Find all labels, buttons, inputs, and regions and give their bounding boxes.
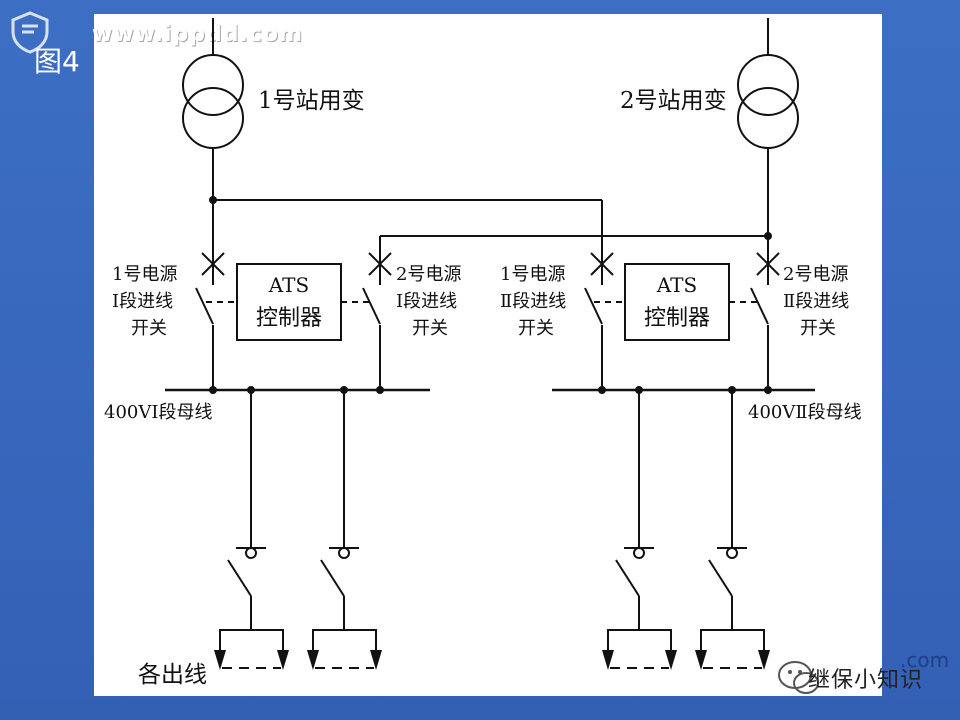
feeder-3-blade bbox=[615, 559, 640, 597]
feeder-1-outlet bbox=[219, 629, 284, 652]
site-url: www.ippdd.com bbox=[92, 22, 303, 47]
switch-1-blade bbox=[195, 287, 214, 325]
arrow-down-icon bbox=[277, 650, 289, 670]
t1-primary-winding bbox=[182, 54, 244, 116]
arrow-down-icon bbox=[214, 650, 226, 670]
wechat-watermark-icon bbox=[778, 661, 819, 694]
breaker-3-mark bbox=[590, 252, 614, 276]
figure-label: 图4 bbox=[34, 45, 80, 78]
ats-controller-2-box bbox=[624, 263, 730, 341]
ats-2-title: ATS bbox=[656, 273, 697, 297]
breaker-1-mark bbox=[201, 252, 225, 276]
feeder-1-blade bbox=[227, 559, 252, 597]
feeder-2-outlet bbox=[312, 629, 377, 652]
site-logo-icon bbox=[11, 11, 49, 54]
switch-1-label-line1: 1号电源 bbox=[112, 264, 177, 285]
arrow-down-icon bbox=[370, 650, 382, 670]
switch-4-label-line3: 开关 bbox=[800, 318, 836, 339]
switch-2-blade bbox=[362, 287, 381, 325]
breaker-2-mark bbox=[368, 252, 392, 276]
feeder-4-blade bbox=[708, 559, 733, 597]
feeder-3-terminal bbox=[633, 547, 645, 559]
switch-2-label-line3: 开关 bbox=[412, 318, 448, 339]
junction-dot bbox=[764, 386, 772, 394]
switch-3-label-line2: Ⅱ段进线 bbox=[500, 291, 566, 312]
breaker-4-mark bbox=[756, 252, 780, 276]
arrow-down-icon bbox=[602, 650, 614, 670]
feeder-2-terminal bbox=[338, 547, 350, 559]
watermark-suffix: .com bbox=[900, 648, 950, 672]
switch-1-label-line2: Ⅰ段进线 bbox=[112, 291, 173, 312]
switch-3-label-line1: 1号电源 bbox=[500, 264, 565, 285]
t1-secondary-winding bbox=[182, 87, 244, 149]
watermark-text: 继保小知识 bbox=[808, 668, 924, 693]
arrow-down-icon bbox=[307, 650, 319, 670]
diagram-panel bbox=[94, 14, 882, 696]
junction-dot bbox=[598, 386, 606, 394]
switch-3-blade bbox=[584, 287, 603, 325]
feeder-arrows bbox=[214, 650, 770, 670]
switch-4-label-line1: 2号电源 bbox=[783, 264, 848, 285]
switch-4-blade bbox=[750, 287, 769, 325]
feeder-3-outlet bbox=[607, 629, 672, 652]
arrow-down-icon bbox=[695, 650, 707, 670]
t2-primary-winding bbox=[737, 54, 799, 116]
t2-secondary-winding bbox=[737, 87, 799, 149]
switch-2-label-line1: 2号电源 bbox=[396, 264, 461, 285]
ats-controller-1-box bbox=[236, 263, 342, 341]
junction-dot bbox=[209, 196, 217, 204]
feeder-2-blade bbox=[320, 559, 345, 597]
junction-dot bbox=[209, 386, 217, 394]
bus-2-label: 400VⅡ段母线 bbox=[748, 402, 862, 423]
outgoing-lines-label: 各出线 bbox=[138, 662, 207, 688]
junction-dot bbox=[376, 386, 384, 394]
ats-2-subtitle: 控制器 bbox=[644, 306, 710, 331]
switch-1-label-line3: 开关 bbox=[131, 318, 167, 339]
switch-2-label-line2: Ⅰ段进线 bbox=[396, 291, 457, 312]
ats-1-title: ATS bbox=[268, 273, 309, 297]
bus-1-label: 400VⅠ段母线 bbox=[104, 402, 212, 423]
feeder-4-terminal bbox=[726, 547, 738, 559]
feeder-1-terminal bbox=[245, 547, 257, 559]
arrow-down-icon bbox=[665, 650, 677, 670]
feeder-4-outlet bbox=[700, 629, 765, 652]
arrow-down-icon bbox=[758, 650, 770, 670]
transformer-2-label: 2号站用变 bbox=[620, 88, 727, 114]
transformer-1-label: 1号站用变 bbox=[258, 88, 365, 114]
junction-dot bbox=[764, 232, 772, 240]
feeders bbox=[219, 390, 765, 652]
switch-4-label-line2: Ⅱ段进线 bbox=[783, 291, 849, 312]
switch-3-label-line3: 开关 bbox=[518, 318, 554, 339]
ats-1-subtitle: 控制器 bbox=[256, 306, 322, 331]
